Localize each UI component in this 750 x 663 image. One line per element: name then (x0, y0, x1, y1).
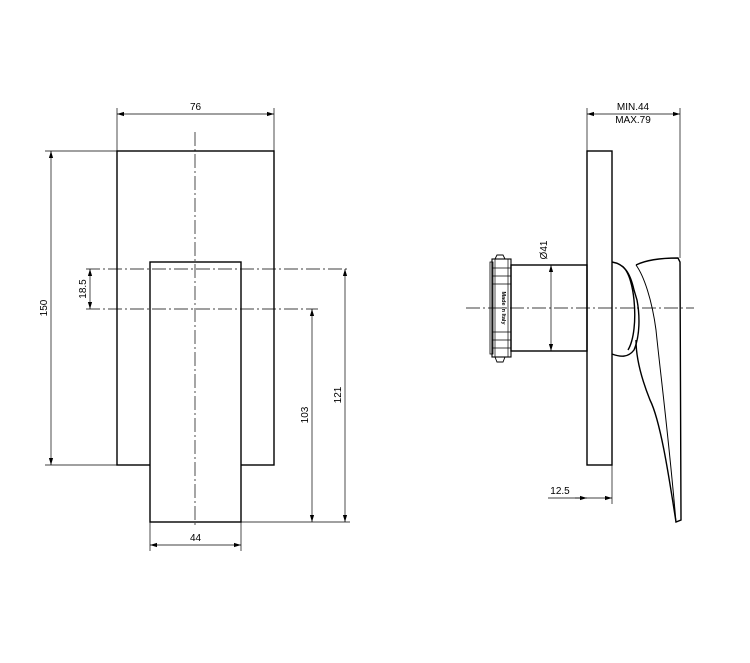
front-view: 76 150 18.5 103 121 44 (39, 102, 350, 551)
dim-12-5-label: 12.5 (550, 486, 570, 497)
dim-max-label: MAX.79 (615, 115, 651, 126)
dim-103-label: 103 (300, 406, 311, 423)
dim-18-5-label: 18.5 (78, 279, 89, 299)
dim-44-label: 44 (190, 533, 202, 544)
dim-150-label: 150 (39, 299, 50, 316)
side-view: Made in Italy MIN.44 MAX.79 Ø41 12.5 (466, 102, 694, 523)
dim-121-label: 121 (333, 386, 344, 403)
side-lever-profile (611, 257, 682, 523)
front-lever (149, 261, 242, 523)
ring-marking-label: Made in Italy (500, 291, 506, 325)
side-knurled-ring (489, 254, 512, 363)
dim-76-label: 76 (190, 102, 202, 113)
dim-min-label: MIN.44 (617, 102, 650, 113)
dim-diameter-label: Ø41 (539, 240, 550, 259)
